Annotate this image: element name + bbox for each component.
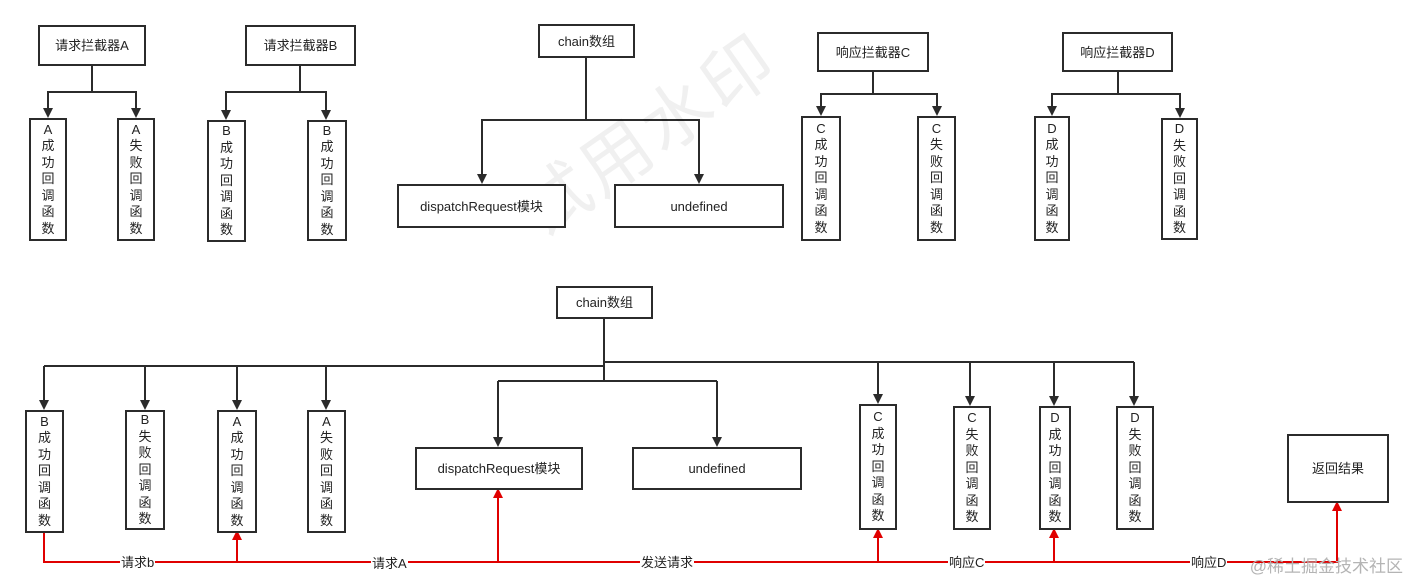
top-b-fail-label: B 成 功 回 调 函 数 xyxy=(320,122,334,237)
corner-watermark: @稀土掘金技术社区 xyxy=(1249,557,1403,576)
top-c-success-label: C 成 功 回 调 函 数 xyxy=(814,120,828,235)
top-d-success-label: D 成 功 回 调 函 数 xyxy=(1045,120,1059,235)
bottom-c-fail-callback: C 失 败 回 调 函 数 xyxy=(953,406,991,530)
top-dispatch-request-module: dispatchRequest模块 xyxy=(397,184,566,228)
edge-chain-to-dispatch xyxy=(477,58,587,184)
top-b-success-callback: B 成 功 回 调 函 数 xyxy=(207,120,246,242)
bottom-b-success-label: B 成 功 回 调 函 数 xyxy=(37,413,51,528)
bottom-a-fail-label: A 失 败 回 调 函 数 xyxy=(319,413,333,528)
bottom-b-success-callback: B 成 功 回 调 函 数 xyxy=(25,410,64,533)
bottom-d-fail-callback: D 失 败 回 调 函 数 xyxy=(1116,406,1154,530)
edge-b-to-b-fail xyxy=(300,91,331,120)
top-b-success-label: B 成 功 回 调 函 数 xyxy=(219,123,233,238)
flow-request-a xyxy=(237,488,503,563)
edge-c-to-c-fail xyxy=(873,93,942,116)
bottom-d-success-label: D 成 功 回 调 函 数 xyxy=(1048,410,1062,525)
top-c-success-callback: C 成 功 回 调 函 数 xyxy=(801,116,841,241)
top-undefined: undefined xyxy=(614,184,784,228)
bottom-d-success-callback: D 成 功 回 调 函 数 xyxy=(1039,406,1071,530)
bottom-undefined: undefined xyxy=(632,447,802,490)
bottom-c-success-label: C 成 功 回 调 函 数 xyxy=(871,409,885,524)
top-d-success-callback: D 成 功 回 调 函 数 xyxy=(1034,116,1070,241)
edge-a-to-a-fail xyxy=(92,91,141,118)
top-a-fail-label: A 失 败 回 调 函 数 xyxy=(129,121,143,236)
response-interceptor-c: 响应拦截器C xyxy=(817,32,929,72)
flow-label-request-a: 请求A xyxy=(371,556,408,571)
bottom-a-success-label: A 成 功 回 调 函 数 xyxy=(230,413,244,528)
edge-chain-to-undefined xyxy=(586,119,704,184)
top-b-fail-callback: B 成 功 回 调 函 数 xyxy=(307,120,347,241)
top-d-fail-label: D 失 败 回 调 函 数 xyxy=(1172,121,1186,236)
edge-c-to-c-success xyxy=(816,72,874,116)
top-a-success-callback: A 成 功 回 调 函 数 xyxy=(29,118,67,241)
flow-label-request-b: 请求b xyxy=(120,555,156,570)
top-d-fail-callback: D 失 败 回 调 函 数 xyxy=(1161,118,1198,240)
bottom-a-success-callback: A 成 功 回 调 函 数 xyxy=(217,410,257,533)
response-interceptor-d: 响应拦截器D xyxy=(1062,32,1173,72)
flow-response-d xyxy=(1054,501,1342,563)
request-interceptor-b: 请求拦截器B xyxy=(245,25,356,66)
bottom-dispatch-request-module: dispatchRequest模块 xyxy=(415,447,583,490)
bottom-b-fail-label: B 失 败 回 调 函 数 xyxy=(138,412,152,527)
request-interceptor-a: 请求拦截器A xyxy=(38,25,146,66)
bottom-d-fail-label: D 失 败 回 调 函 数 xyxy=(1128,410,1142,525)
flow-label-response-c: 响应C xyxy=(948,555,986,570)
top-c-fail-callback: C 失 败 回 调 函 数 xyxy=(917,116,956,241)
flow-label-send-request: 发送请求 xyxy=(640,555,695,570)
edge-b-to-b-success xyxy=(221,66,301,120)
edge-a-to-a-success xyxy=(43,66,93,118)
top-c-fail-label: C 失 败 回 调 函 数 xyxy=(929,120,943,235)
bottom-c-success-callback: C 成 功 回 调 函 数 xyxy=(859,404,897,530)
bottom-a-fail-callback: A 失 败 回 调 函 数 xyxy=(307,410,346,533)
top-a-fail-callback: A 失 败 回 调 函 数 xyxy=(117,118,155,241)
return-result: 返回结果 xyxy=(1287,434,1389,503)
edge-d-to-d-fail xyxy=(1118,93,1185,118)
edge-d-to-d-success xyxy=(1047,72,1119,116)
chain-array-bottom: chain数组 xyxy=(556,286,653,319)
chain-array-top: chain数组 xyxy=(538,24,635,58)
bottom-b-fail-callback: B 失 败 回 调 函 数 xyxy=(125,410,165,530)
bottom-c-fail-label: C 失 败 回 调 函 数 xyxy=(965,410,979,525)
top-a-success-label: A 成 功 回 调 函 数 xyxy=(41,121,55,236)
flow-label-response-d: 响应D xyxy=(1190,555,1228,570)
